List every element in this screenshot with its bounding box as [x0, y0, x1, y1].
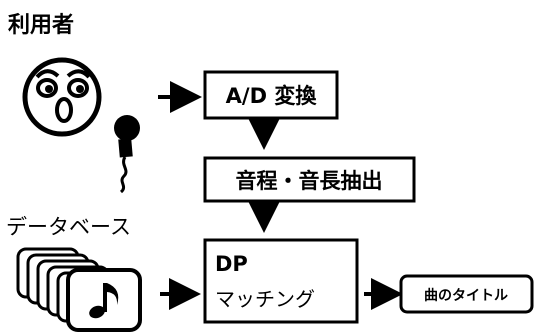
box-dp-subtitle: マッチング — [215, 287, 315, 311]
box-pitch-extract-label: 音程・音長抽出 — [236, 169, 383, 193]
music-record-stack-icon — [16, 247, 142, 332]
database-label: データベース — [6, 215, 131, 239]
user-label: 利用者 — [8, 13, 74, 38]
singing-face-icon — [22, 57, 102, 137]
box-dp-matching: DP マッチング — [203, 238, 359, 324]
box-pitch-extract: 音程・音長抽出 — [203, 156, 416, 203]
box-output-label: 曲のタイトル — [424, 287, 508, 304]
music-note-icon — [89, 283, 119, 319]
box-ad-convert-label: A/D 変換 — [226, 84, 318, 108]
box-ad-convert: A/D 変換 — [203, 70, 339, 120]
box-dp-title: DP — [215, 252, 248, 276]
box-output: 曲のタイトル — [399, 274, 534, 314]
microphone-icon — [114, 115, 140, 194]
